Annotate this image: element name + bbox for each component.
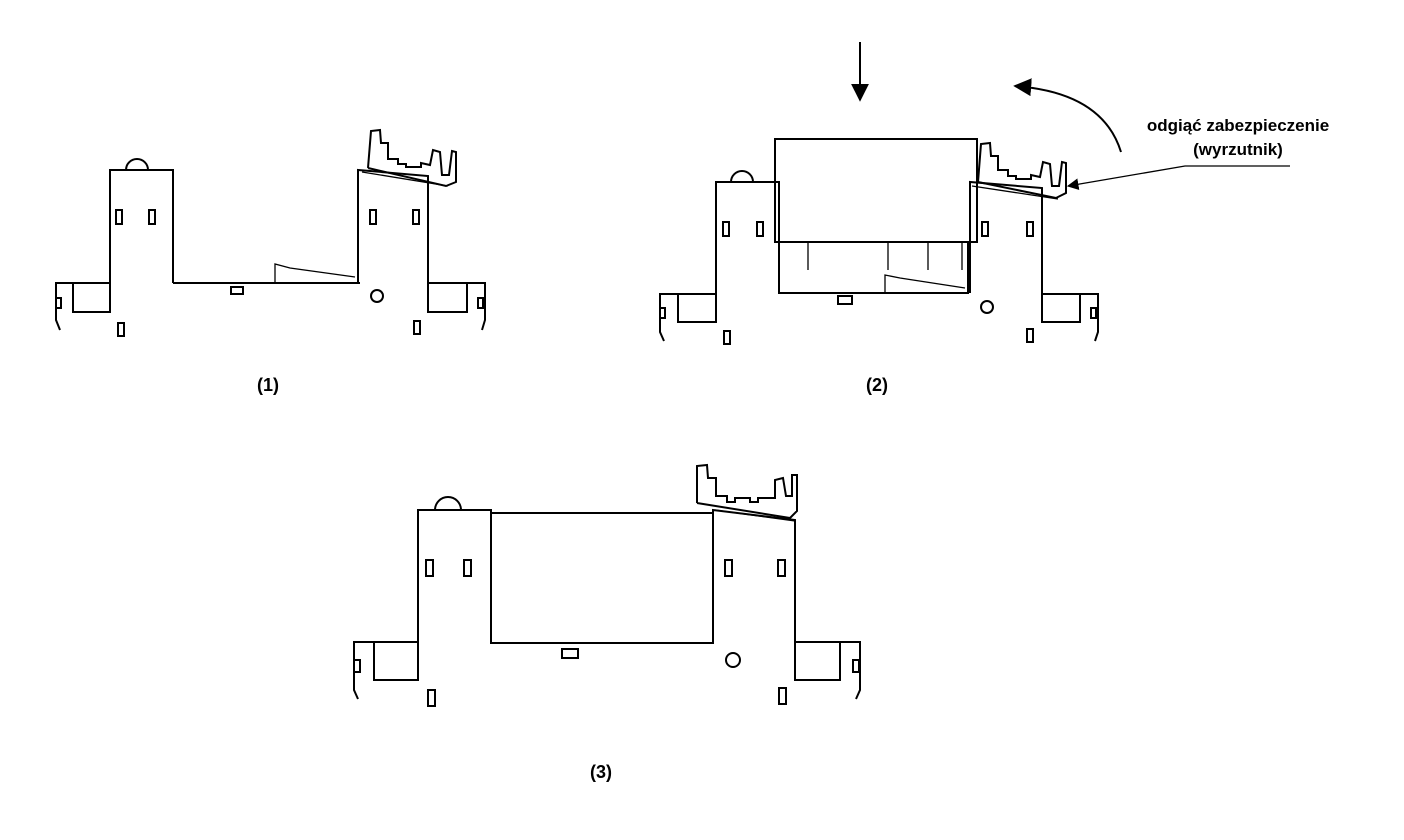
ejector-clip xyxy=(367,128,457,188)
leader-line xyxy=(1066,165,1290,190)
figure-label-3: (3) xyxy=(590,762,612,782)
top-knob xyxy=(434,496,462,511)
slot xyxy=(230,286,244,295)
annotation-line-1: odgiąć zabezpieczenie xyxy=(1146,116,1330,135)
top-knob xyxy=(125,158,149,171)
socket-with-relay xyxy=(353,463,861,707)
ejector-clip xyxy=(977,141,1067,200)
relay-body xyxy=(774,138,978,243)
slot xyxy=(1026,221,1034,237)
slot xyxy=(425,559,434,577)
slot xyxy=(561,648,579,659)
bend-arrow xyxy=(1013,78,1122,153)
slot xyxy=(777,559,786,577)
slot xyxy=(981,221,989,237)
slot xyxy=(369,209,377,225)
slot xyxy=(117,322,125,337)
hole xyxy=(370,289,384,303)
slot xyxy=(463,559,472,577)
ejector-clip xyxy=(696,463,798,520)
relay-body xyxy=(490,512,714,644)
slot xyxy=(722,221,730,237)
slot xyxy=(115,209,123,225)
slot xyxy=(756,221,764,237)
slot xyxy=(477,297,484,309)
hole xyxy=(725,652,741,668)
slot xyxy=(837,295,853,305)
slot xyxy=(723,330,731,345)
slot xyxy=(353,659,361,673)
annotation-line-2: (wyrzutnik) xyxy=(1193,140,1283,159)
slot xyxy=(852,659,860,673)
socket-empty xyxy=(55,128,486,337)
slot xyxy=(1026,328,1034,343)
slot xyxy=(413,320,421,335)
top-knob xyxy=(730,170,754,183)
slot xyxy=(55,297,62,309)
slot xyxy=(427,689,436,707)
slot xyxy=(148,209,156,225)
slot xyxy=(412,209,420,225)
slot xyxy=(778,687,787,705)
annotation-text: odgiąć zabezpieczenie (wyrzutnik) xyxy=(1130,114,1346,162)
figure-label-1: (1) xyxy=(257,375,279,395)
socket-inserting-relay xyxy=(659,42,1290,345)
slot xyxy=(724,559,733,577)
slot xyxy=(659,307,666,319)
figure-label-2: (2) xyxy=(866,375,888,395)
hole xyxy=(980,300,994,314)
slot xyxy=(1090,307,1097,319)
